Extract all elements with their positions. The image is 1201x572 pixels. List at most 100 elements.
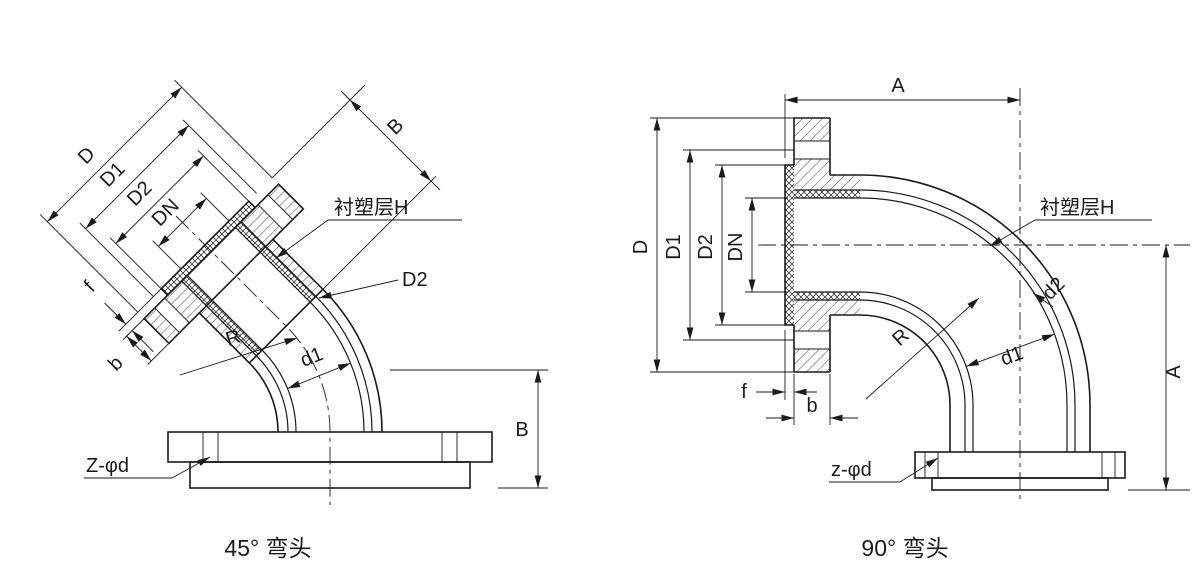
ext-line bbox=[271, 84, 366, 179]
hatch-fill bbox=[144, 308, 180, 344]
left-bolt-callout: Z-φd bbox=[84, 455, 211, 479]
ext-line bbox=[197, 149, 250, 202]
left-bottom-flange bbox=[167, 431, 493, 489]
right-dim-D1: D1 bbox=[663, 149, 794, 341]
left-lining-callout: 衬塑层H bbox=[275, 196, 462, 259]
hatch-fill bbox=[794, 118, 830, 141]
pipe-outer-wall-line bbox=[272, 238, 324, 290]
ext-line bbox=[650, 117, 794, 373]
center-line bbox=[175, 215, 331, 505]
dim-label-D1: D1 bbox=[96, 158, 130, 192]
right-dim-D2: D2 bbox=[695, 164, 788, 326]
B-height-label: B bbox=[515, 419, 528, 441]
ext-line bbox=[39, 214, 139, 313]
right-dim-R: R bbox=[865, 297, 980, 400]
dim-line bbox=[349, 99, 432, 182]
right-elbow-bend bbox=[859, 174, 1091, 452]
right-view-90-elbow: A D D1 D2 DN 衬塑层H bbox=[630, 75, 1190, 561]
f-label: f bbox=[80, 277, 100, 297]
dim-label-D1: D1 bbox=[663, 234, 685, 260]
bore-line bbox=[186, 274, 263, 351]
hatch-fill bbox=[794, 349, 830, 372]
flange-lower-band bbox=[931, 477, 1109, 491]
left-dim-DN: DN bbox=[148, 192, 230, 270]
dim-label-D: D bbox=[74, 143, 100, 169]
outer-wall-arc bbox=[859, 174, 1091, 452]
bolt-hole-line bbox=[164, 297, 190, 324]
dim-label-D2: D2 bbox=[123, 177, 157, 211]
A-top-label: A bbox=[891, 75, 905, 97]
flange-lower-band bbox=[189, 461, 471, 489]
bolt-hole-line bbox=[257, 204, 284, 230]
right-bottom-flange bbox=[914, 451, 1126, 491]
bore-arc bbox=[859, 291, 974, 452]
d2-ref-label: D2 bbox=[402, 269, 428, 291]
arrow-line bbox=[131, 330, 154, 353]
pipe-outer-wall-line bbox=[198, 312, 250, 364]
bolt-hole-line bbox=[154, 307, 180, 334]
lining-label: 衬塑层H bbox=[334, 196, 408, 219]
dim-overshoot bbox=[340, 90, 441, 191]
d1-label: d1 bbox=[297, 343, 326, 372]
lining-crosshatch bbox=[235, 221, 316, 303]
hatch-fill bbox=[241, 204, 283, 247]
right-dim-b: b bbox=[766, 374, 858, 425]
right-dim-A-top: A bbox=[784, 75, 1020, 158]
lining-arc bbox=[255, 355, 289, 433]
section-end-face bbox=[248, 288, 324, 364]
bolt-label: z-φd bbox=[831, 459, 872, 481]
left-centerlines bbox=[175, 215, 331, 505]
right-dim-d2: d2 bbox=[1032, 273, 1069, 308]
raised-face-outline bbox=[784, 164, 794, 326]
hatch-fill-pipe-wall bbox=[265, 239, 323, 297]
left-dim-R: R bbox=[179, 326, 298, 376]
left-dim-B-height: B bbox=[390, 369, 548, 489]
dim-line bbox=[126, 335, 152, 362]
left-dim-D: D bbox=[39, 79, 273, 313]
inner-wall-arc bbox=[248, 362, 279, 433]
bolt-hole-line bbox=[794, 140, 830, 350]
bore-arc bbox=[859, 197, 1068, 452]
bore-line bbox=[234, 226, 311, 303]
lining-crosshatch bbox=[181, 275, 263, 356]
ext-line bbox=[683, 149, 794, 341]
lining-arc bbox=[859, 299, 966, 452]
ext-line bbox=[122, 318, 145, 341]
left-caption: 45° 弯头 bbox=[224, 535, 311, 561]
inner-wall-arc bbox=[859, 314, 951, 452]
f-label: f bbox=[741, 381, 747, 403]
right-centerlines bbox=[758, 88, 1190, 502]
right-flange-section bbox=[784, 117, 860, 373]
dim-label-B: B bbox=[383, 114, 408, 139]
radius-label: R bbox=[223, 326, 243, 351]
ext-line bbox=[109, 237, 162, 290]
bolt-tick bbox=[924, 452, 1116, 478]
left-D2-callout: D2 bbox=[318, 269, 428, 299]
right-caption: 90° 弯头 bbox=[861, 535, 948, 561]
left-dim-d1: d1 bbox=[287, 343, 351, 389]
dim-line bbox=[287, 362, 351, 389]
lining-outer-line bbox=[181, 280, 257, 357]
b-label: b bbox=[806, 395, 817, 417]
A-side-label: A bbox=[1163, 365, 1185, 379]
hatch-fill-pipe-wall bbox=[199, 305, 263, 363]
outer-wall-arc bbox=[322, 288, 383, 433]
leader-line bbox=[275, 219, 329, 259]
ext-line bbox=[174, 79, 273, 179]
dim-label-DN: DN bbox=[148, 195, 184, 231]
ext-line bbox=[152, 240, 182, 270]
hatch-fill-hub bbox=[830, 175, 860, 190]
ext-line bbox=[322, 175, 437, 290]
right-lining-callout: 衬塑层H bbox=[989, 196, 1152, 247]
arrow-line bbox=[104, 302, 127, 325]
ext-line bbox=[79, 222, 154, 297]
hatch-fill bbox=[268, 184, 304, 220]
left-dim-B-axial: B bbox=[271, 84, 441, 290]
b-label: b bbox=[104, 352, 127, 375]
hub-wall-line bbox=[830, 174, 860, 316]
lining-crosshatch bbox=[161, 201, 256, 296]
lining-arc bbox=[859, 189, 1076, 452]
radius-leader bbox=[865, 297, 980, 400]
